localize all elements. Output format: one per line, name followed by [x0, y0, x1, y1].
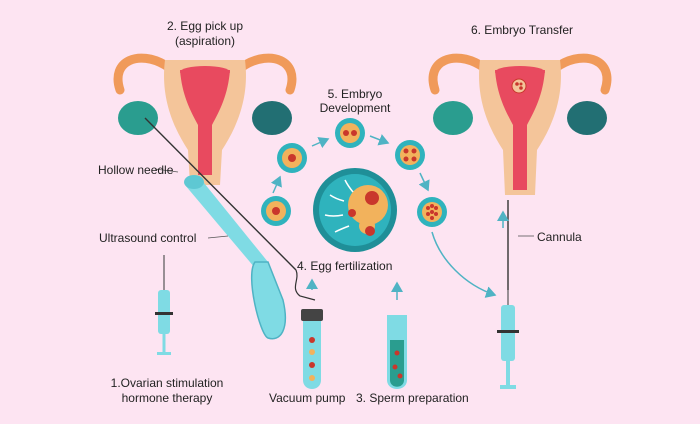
vacuum-pump-tube-icon	[301, 309, 323, 389]
hormone-syringe-icon	[155, 255, 173, 355]
label-ovarian-1: 1.Ovarian stimulation	[110, 376, 224, 390]
ovary-left-icon	[118, 101, 158, 135]
label-ovarian-2: hormone therapy	[121, 391, 213, 405]
label-sperm-prep: 3. Sperm preparation	[356, 391, 469, 405]
ovary-right-icon	[252, 101, 292, 135]
label-hollow-needle: Hollow needle	[98, 163, 174, 177]
ultrasound-probe-icon	[184, 175, 287, 340]
label-embryo-dev-1: 5. Embryo	[327, 87, 383, 101]
label-cannula: Cannula	[537, 230, 582, 244]
label-ultrasound-control: Ultrasound control	[99, 231, 197, 245]
fertilization-dish-icon	[313, 168, 397, 252]
label-embryo-dev-2: Development	[319, 101, 391, 115]
sperm-prep-tube-icon	[387, 315, 407, 389]
ovary-right2-right-icon	[567, 101, 607, 135]
embryo-8cell	[395, 140, 425, 170]
ovary-right2-left-icon	[433, 101, 473, 135]
embryo-morula	[417, 197, 447, 227]
label-vacuum-pump: Vacuum pump	[269, 391, 346, 405]
label-egg-pickup-1: 2. Egg pick up	[166, 19, 244, 33]
transfer-syringe-icon	[497, 290, 519, 389]
embryo-4cell	[335, 118, 365, 148]
uterus-right	[428, 53, 612, 195]
embryo-1cell	[261, 196, 291, 226]
embryo-2cell	[277, 143, 307, 173]
label-egg-pickup-2: (aspiration)	[174, 34, 236, 48]
hollow-needle-line	[144, 117, 297, 271]
uterus-left	[113, 53, 297, 185]
label-egg-fertilization: 4. Egg fertilization	[297, 259, 393, 273]
label-embryo-transfer: 6. Embryo Transfer	[470, 23, 574, 37]
